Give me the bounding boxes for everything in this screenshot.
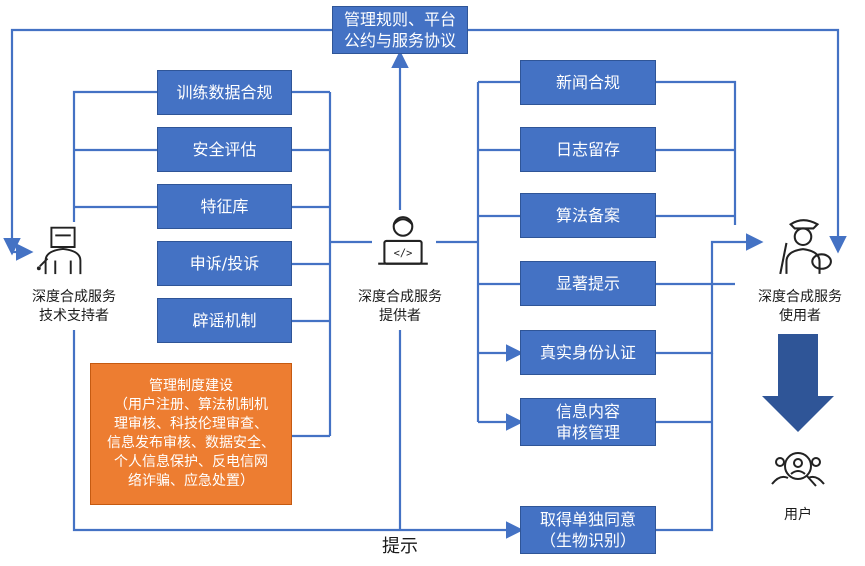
svg-text:</>: </> bbox=[394, 247, 413, 259]
provider-label: 深度合成服务 提供者 bbox=[358, 289, 442, 324]
prompt-label: 提示 bbox=[382, 536, 418, 557]
connector-consent-to-user bbox=[656, 353, 714, 532]
right-box-prominent-notice: 显著提示 bbox=[520, 261, 656, 306]
connector-identity-to-user bbox=[656, 233, 764, 355]
connector-tech-to-consent bbox=[72, 330, 524, 539]
right-box-algorithm-filing: 算法备案 bbox=[520, 193, 656, 238]
connectors bbox=[3, 28, 847, 539]
end-user-label: 用户 bbox=[784, 507, 812, 523]
right-box-identity: 真实身份认证 bbox=[520, 330, 656, 375]
left-box-complaint: 申诉/投诉 bbox=[157, 241, 292, 286]
right-box-content-review: 信息内容 审核管理 bbox=[520, 398, 656, 446]
consent-box: 取得单独同意 （生物识别） bbox=[520, 506, 656, 554]
user-side-label: 深度合成服务 使用者 bbox=[758, 289, 842, 324]
connector-news-to-user bbox=[656, 80, 737, 225]
developer-icon: </> bbox=[378, 216, 428, 265]
connector-top-loop bbox=[3, 28, 847, 256]
painter-icon bbox=[779, 219, 832, 275]
left-box-security-assessment: 安全评估 bbox=[157, 127, 292, 172]
connector-left-outer bbox=[72, 90, 157, 222]
tech-support-label: 深度合成服务 技术支持者 bbox=[32, 289, 116, 324]
big-down-arrow bbox=[762, 334, 834, 432]
right-box-log: 日志留存 bbox=[520, 127, 656, 172]
right-box-news: 新闻合规 bbox=[520, 60, 656, 105]
welder-icon bbox=[36, 226, 82, 275]
user-search-icon bbox=[771, 452, 825, 487]
left-box-feature-library: 特征库 bbox=[157, 184, 292, 229]
left-box-training-data: 训练数据合规 bbox=[157, 70, 292, 115]
management-system-box: 管理制度建设 （用户注册、算法机制机 理审核、科技伦理审查、 信息发布审核、数据… bbox=[90, 363, 292, 505]
management-rules-box: 管理规则、平台 公约与服务协议 bbox=[332, 6, 468, 54]
left-box-rumor: 辟谣机制 bbox=[157, 298, 292, 343]
